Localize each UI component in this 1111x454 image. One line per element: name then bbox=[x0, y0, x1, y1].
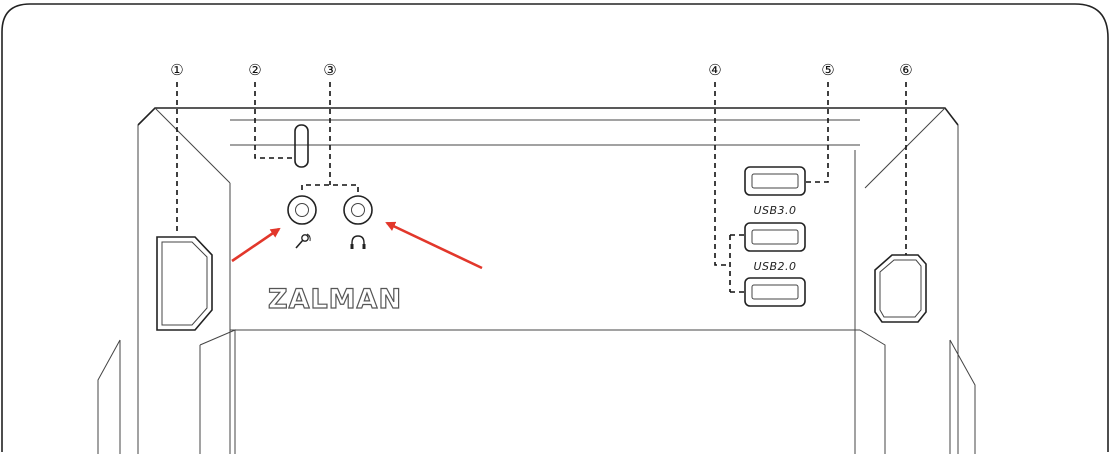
usb2-port-bottom[interactable] bbox=[745, 278, 805, 306]
usb3-label: USB3.0 bbox=[753, 204, 796, 217]
callout-1: ① bbox=[170, 61, 183, 79]
callout-5: ⑤ bbox=[821, 61, 834, 79]
headphone-jack[interactable] bbox=[344, 196, 372, 224]
top-panel-outline bbox=[98, 108, 975, 454]
arrow-to-headphone-jack bbox=[387, 223, 482, 268]
callout-4: ④ bbox=[708, 61, 721, 79]
panel-frame bbox=[2, 4, 1108, 452]
led-indicator bbox=[295, 125, 308, 167]
callout-2: ② bbox=[248, 61, 261, 79]
zalman-logo: ZALMAN bbox=[268, 284, 402, 315]
callout-numbers: ① ② ③ ④ ⑤ ⑥ bbox=[167, 60, 916, 80]
leader-5 bbox=[805, 82, 828, 182]
leader-lines bbox=[177, 82, 906, 292]
leader-4 bbox=[715, 82, 745, 292]
reset-button[interactable] bbox=[875, 255, 926, 322]
usb2-port-top[interactable] bbox=[745, 223, 805, 251]
power-button[interactable] bbox=[157, 237, 212, 330]
headphone-icon bbox=[351, 236, 366, 249]
usb3-port[interactable] bbox=[745, 167, 805, 195]
microphone-jack[interactable] bbox=[288, 196, 316, 224]
callout-3: ③ bbox=[323, 61, 336, 79]
power-button-inner bbox=[162, 242, 207, 325]
leader-3 bbox=[302, 82, 358, 192]
arrow-to-mic-jack bbox=[232, 229, 279, 261]
callout-6: ⑥ bbox=[899, 61, 912, 79]
usb2-label: USB2.0 bbox=[753, 260, 796, 273]
microphone-icon bbox=[296, 234, 310, 248]
reset-button-inner bbox=[880, 260, 921, 317]
